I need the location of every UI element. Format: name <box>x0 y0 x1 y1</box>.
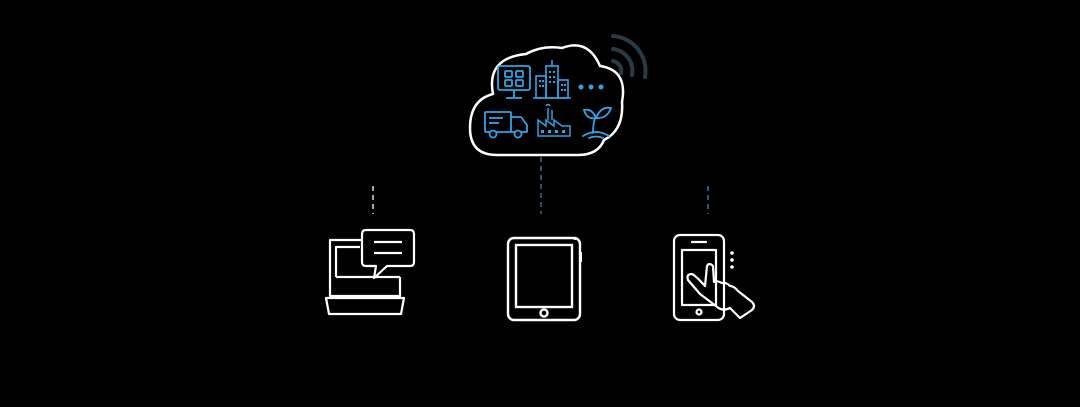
smartphone-touch-icon <box>672 233 756 322</box>
cloud-outline <box>468 44 625 157</box>
laptop-chat-icon <box>324 228 416 316</box>
city-buildings-icon <box>533 60 571 99</box>
delivery-truck-icon <box>484 111 528 139</box>
factory-icon <box>537 103 571 137</box>
connector-lines <box>372 157 709 214</box>
tablet-icon <box>506 236 582 322</box>
sprout-icon <box>582 106 613 139</box>
monitor-grid-icon <box>497 65 531 99</box>
wifi-signal-icon <box>611 34 648 79</box>
ellipsis-icon <box>578 84 604 90</box>
